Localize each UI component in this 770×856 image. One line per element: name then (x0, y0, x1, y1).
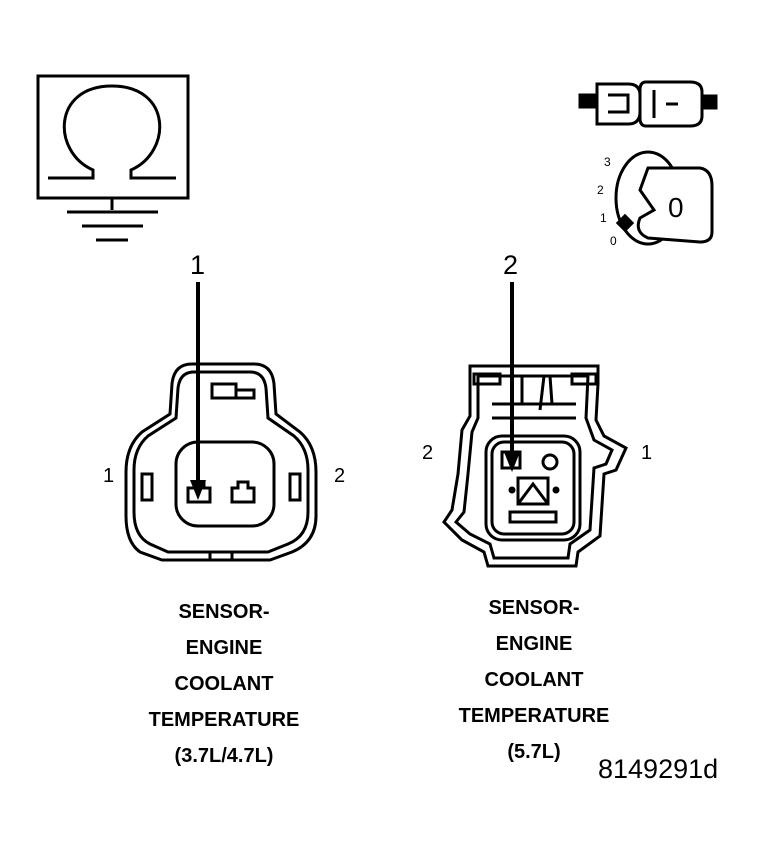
right-callout-number: 2 (503, 250, 519, 280)
caption-line: (5.7L) (507, 741, 561, 763)
figure-id: 8149291d (598, 754, 719, 784)
caption-line: SENSOR- (488, 597, 580, 619)
caption-line: SENSOR- (178, 601, 270, 623)
caption-line: TEMPERATURE (148, 709, 300, 731)
ignition-position-1: 1 (600, 211, 607, 225)
ignition-key-label: 0 (668, 192, 684, 223)
ignition-position-3: 3 (604, 155, 611, 169)
caption-line: COOLANT (174, 673, 274, 695)
caption-line: COOLANT (484, 669, 584, 691)
left-pin-label-1: 1 (103, 465, 115, 487)
right-connector-outline (442, 364, 628, 568)
right-pin-label-2: 2 (422, 442, 434, 464)
left-connector-outline (124, 362, 318, 562)
ignition-position-0: 0 (610, 234, 617, 248)
caption-line: ENGINE (185, 637, 263, 659)
left-pin-label-2: 2 (334, 465, 346, 487)
right-callout-arrow (504, 282, 520, 472)
caption-line: TEMPERATURE (458, 705, 610, 727)
right-connector-caption: SENSOR- ENGINE COOLANT TEMPERATURE (5.7L… (424, 590, 644, 770)
left-connector-caption: SENSOR- ENGINE COOLANT TEMPERATURE (3.7L… (114, 594, 334, 774)
right-pin-label-1: 1 (641, 442, 653, 464)
left-callout-arrow (190, 282, 206, 500)
caption-line: ENGINE (495, 633, 573, 655)
omega-ground-icon (36, 74, 190, 242)
caption-line: (3.7L/4.7L) (174, 745, 274, 767)
connector-disconnect-icon (578, 80, 718, 128)
ignition-position-2: 2 (597, 183, 604, 197)
left-callout-number: 1 (190, 250, 206, 280)
ignition-key-off-icon (614, 150, 714, 246)
